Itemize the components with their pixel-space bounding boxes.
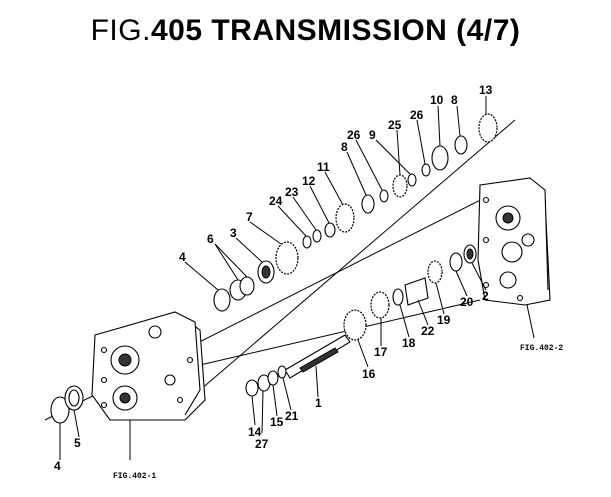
callout-4-top: 4 [179, 250, 186, 264]
ring-26-left [379, 189, 389, 203]
callout-12: 12 [302, 174, 316, 188]
ring-26-right [421, 163, 431, 177]
gear-13 [478, 113, 498, 143]
callout-25: 25 [388, 118, 402, 132]
callout-19: 19 [437, 313, 451, 327]
gear-11 [335, 203, 355, 233]
callout-3: 3 [230, 226, 237, 240]
callout-13: 13 [479, 83, 493, 97]
leader-lines [59, 96, 535, 460]
callout-4-bottom: 4 [54, 459, 61, 473]
transmission-case-rear [477, 177, 551, 306]
callout-22: 22 [421, 324, 435, 338]
sleeve-10 [431, 145, 449, 171]
figure-ref-case-front: FIG.402-1 [113, 472, 156, 481]
ring-8-top [454, 135, 468, 155]
callout-1: 1 [315, 396, 322, 410]
spring-9 [407, 173, 417, 187]
callout-16: 16 [362, 367, 376, 381]
callout-10: 10 [430, 93, 444, 107]
callout-24: 24 [269, 194, 283, 208]
callout-15: 15 [270, 415, 284, 429]
figure-title-prefix: FIG. [90, 14, 151, 47]
callout-5: 5 [74, 436, 81, 450]
ring-8-mid [361, 194, 375, 214]
callout-26-left: 26 [347, 128, 361, 142]
gear-17 [370, 291, 390, 319]
callout-8-top: 8 [451, 93, 458, 107]
callout-11: 11 [317, 160, 330, 174]
ring-18 [392, 288, 404, 306]
ring-23 [312, 229, 322, 243]
figure-title-main: 405 TRANSMISSION (4/7) [150, 14, 521, 47]
ring-15 [267, 370, 279, 386]
ring-21 [277, 365, 287, 379]
callout-6: 6 [207, 232, 214, 246]
callout-27: 27 [255, 437, 269, 451]
callout-17: 17 [374, 345, 388, 359]
shaft-1 [284, 334, 351, 379]
callout-23: 23 [285, 185, 299, 199]
ring-6b [239, 276, 255, 296]
gear-7 [275, 241, 299, 275]
assembly-axis-upper [199, 119, 516, 391]
callout-18: 18 [402, 336, 416, 350]
callout-2: 2 [482, 289, 489, 303]
callout-7: 7 [246, 210, 253, 224]
callout-26-right: 26 [410, 108, 424, 122]
bushing-12 [324, 222, 336, 238]
gear-19 [427, 260, 443, 284]
callout-8-mid: 8 [341, 140, 348, 154]
snap-ring-4-top [213, 288, 231, 312]
callout-14: 14 [248, 425, 262, 439]
sleeve-22 [404, 277, 429, 306]
callout-21: 21 [285, 409, 299, 423]
transmission-case-front [91, 311, 206, 421]
assembly-axis-lower [199, 299, 481, 366]
gear-16 [343, 309, 367, 341]
callout-9: 9 [369, 128, 376, 142]
figure-title: FIG.405 TRANSMISSION (4/7) [0, 14, 611, 48]
hub-25 [392, 174, 408, 198]
bearing-14 [245, 379, 259, 397]
callout-20: 20 [460, 295, 474, 309]
figure-ref-case-rear: FIG.402-2 [520, 344, 563, 353]
ring-24 [302, 235, 312, 249]
ring-20 [449, 252, 463, 272]
